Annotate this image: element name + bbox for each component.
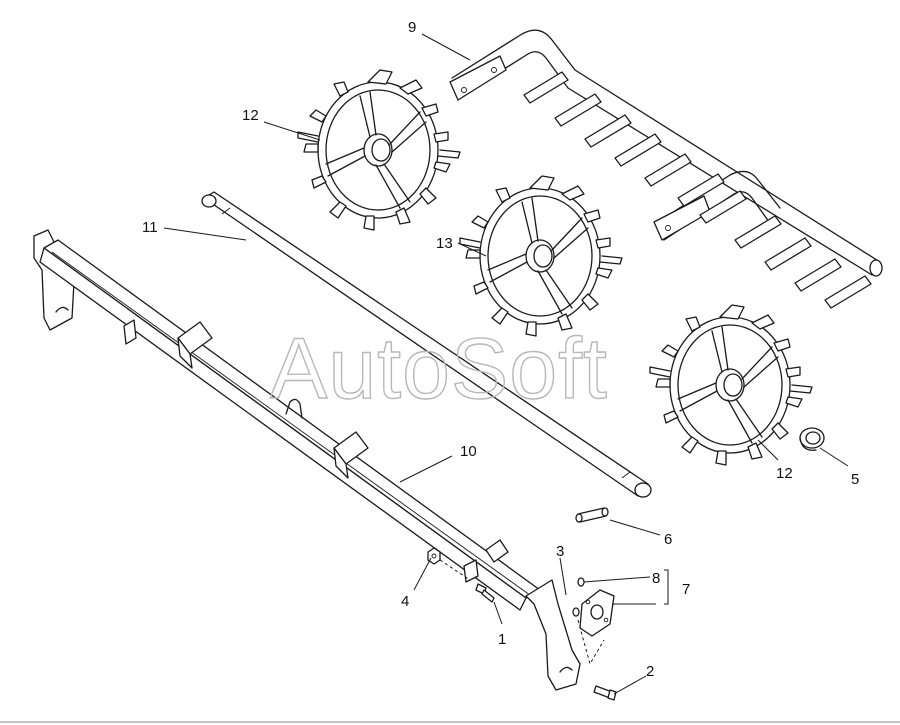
part-2-bolt — [593, 685, 617, 701]
part-12-spiked-wheel-upper — [297, 69, 461, 231]
part-12-spiked-wheel-lower — [649, 304, 813, 466]
part-8-washer — [577, 577, 585, 587]
part-13-spiked-wheel-middle — [459, 175, 623, 337]
callout-7: 7 — [682, 581, 690, 598]
part-6-pin — [575, 507, 609, 523]
callout-3: 3 — [556, 543, 564, 560]
watermark-text: AutoSoft — [270, 321, 608, 417]
callout-5: 5 — [851, 471, 859, 488]
callout-9: 9 — [408, 19, 416, 36]
callout-labels: 9 12 11 13 10 12 5 6 3 8 7 4 1 2 — [142, 19, 859, 680]
callout-4: 4 — [401, 593, 409, 610]
part-9-beater-bar — [449, 29, 883, 309]
callout-11: 11 — [142, 219, 158, 236]
part-5-bushing — [799, 427, 825, 451]
leader-lines — [163, 33, 849, 695]
callout-1: 1 — [498, 631, 506, 648]
part-11-shaft — [201, 191, 652, 498]
part-4-nut — [427, 547, 441, 565]
callout-6: 6 — [664, 531, 672, 548]
callout-2: 2 — [646, 663, 654, 680]
part-1-bolt — [475, 583, 495, 603]
callout-12-upper: 12 — [242, 107, 259, 124]
callout-13: 13 — [436, 235, 453, 252]
part-nut-small — [572, 607, 580, 617]
callout-10: 10 — [460, 443, 477, 460]
callout-8: 8 — [652, 570, 660, 587]
callout-12-lower: 12 — [776, 465, 793, 482]
part-10-frame-beam — [33, 229, 581, 691]
part-3-flange-plate — [579, 589, 615, 637]
